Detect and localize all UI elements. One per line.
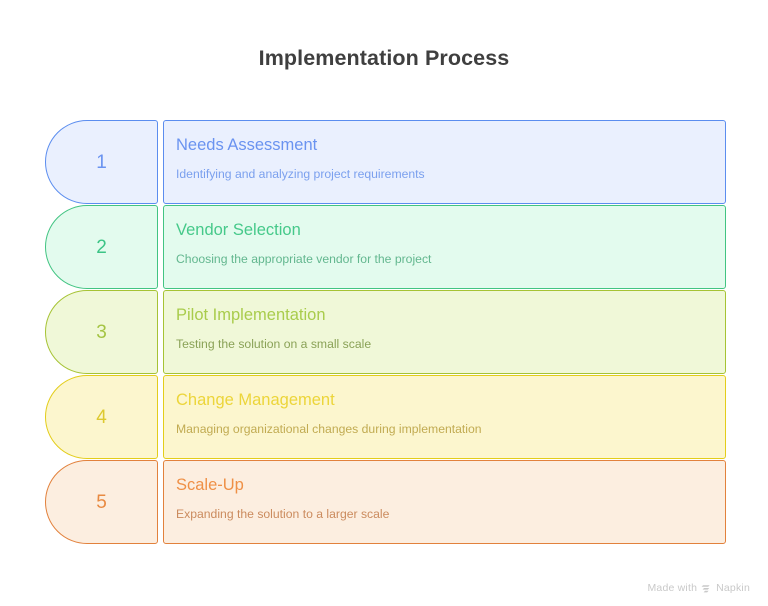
step-number-label: 1 bbox=[96, 151, 107, 173]
process-step-row: 5 Scale-Up Expanding the solution to a l… bbox=[45, 460, 726, 544]
step-content-card[interactable]: Needs Assessment Identifying and analyzi… bbox=[163, 120, 726, 204]
step-number-label: 2 bbox=[96, 236, 107, 258]
step-description: Choosing the appropriate vendor for the … bbox=[176, 251, 432, 266]
step-content-card[interactable]: Change Management Managing organizationa… bbox=[163, 375, 726, 459]
step-description: Testing the solution on a small scale bbox=[176, 336, 372, 351]
step-content-card[interactable]: Vendor Selection Choosing the appropriat… bbox=[163, 205, 726, 289]
napkin-watermark: Made with Napkin bbox=[647, 582, 750, 594]
step-number-badge[interactable]: 3 bbox=[45, 290, 158, 374]
step-description: Expanding the solution to a larger scale bbox=[176, 506, 390, 521]
step-title: Pilot Implementation bbox=[176, 306, 326, 324]
step-number-label: 4 bbox=[96, 406, 107, 428]
step-title: Change Management bbox=[176, 391, 335, 409]
step-content-card[interactable]: Pilot Implementation Testing the solutio… bbox=[163, 290, 726, 374]
step-number-badge[interactable]: 1 bbox=[45, 120, 158, 204]
step-title: Needs Assessment bbox=[176, 136, 318, 154]
process-step-row: 4 Change Management Managing organizatio… bbox=[45, 375, 726, 459]
watermark-brand: Napkin bbox=[716, 582, 750, 594]
napkin-logo-icon bbox=[701, 584, 712, 595]
process-step-row: 1 Needs Assessment Identifying and analy… bbox=[45, 120, 726, 204]
step-description: Managing organizational changes during i… bbox=[176, 421, 482, 436]
step-number-badge[interactable]: 5 bbox=[45, 460, 158, 544]
step-description: Identifying and analyzing project requir… bbox=[176, 166, 425, 181]
process-step-row: 3 Pilot Implementation Testing the solut… bbox=[45, 290, 726, 374]
step-number-label: 3 bbox=[96, 321, 107, 343]
step-title: Scale-Up bbox=[176, 476, 244, 494]
process-step-list: 1 Needs Assessment Identifying and analy… bbox=[45, 120, 726, 545]
page-title: Implementation Process bbox=[258, 46, 510, 70]
step-content-card[interactable]: Scale-Up Expanding the solution to a lar… bbox=[163, 460, 726, 544]
step-number-label: 5 bbox=[96, 491, 107, 513]
step-number-badge[interactable]: 2 bbox=[45, 205, 158, 289]
step-number-badge[interactable]: 4 bbox=[45, 375, 158, 459]
watermark-text: Made with bbox=[647, 582, 698, 594]
step-title: Vendor Selection bbox=[176, 221, 301, 239]
process-step-row: 2 Vendor Selection Choosing the appropri… bbox=[45, 205, 726, 289]
